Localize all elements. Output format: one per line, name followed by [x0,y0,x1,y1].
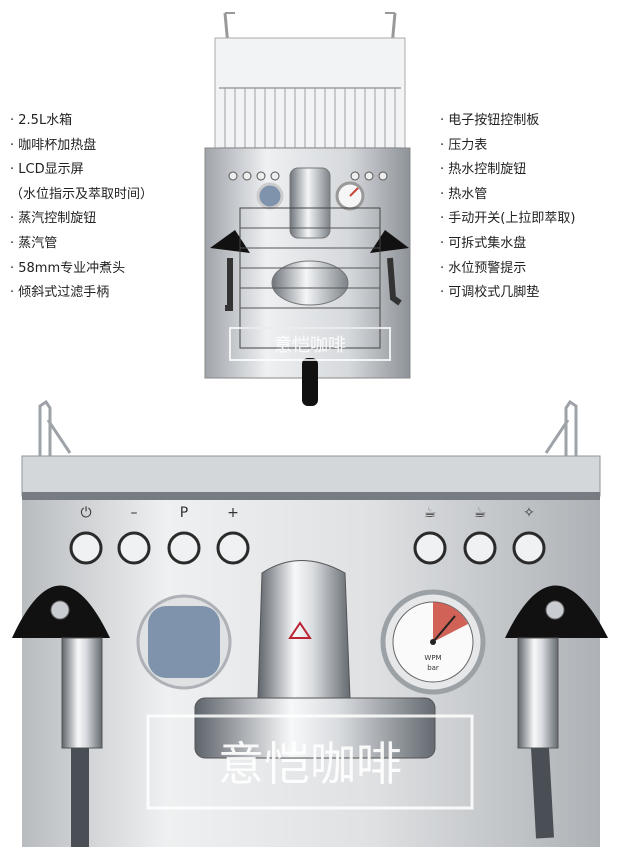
features-right-list: · 电子按钮控制板 · 压力表 · 热水控制旋钮 · 热水管 · 手动开关(上拉… [440,109,575,306]
feature-item: · LCD显示屏 [10,162,84,178]
control-panel-closeup-image: WPM bar 意恺咖啡 [12,399,608,847]
single-cup-icon: ☕ [423,505,437,521]
plus-icon: + [227,505,239,521]
feature-item: · 蒸汽控制旋钮 [10,211,97,227]
svg-text:意恺咖啡: 意恺咖啡 [218,737,402,791]
espresso-machine-front-image: 意恺咖啡 [204,12,411,406]
feature-item: （水位指示及萃取时间） [10,186,154,202]
feature-item: · 热水控制旋钮 [440,162,527,178]
feature-item: · 咖啡杯加热盘 [10,137,97,153]
feature-item: · 压力表 [440,137,488,153]
clean-sparkle-icon: ✧ [523,505,535,521]
feature-item: · 倾斜式过滤手柄 [10,285,110,301]
svg-text:WPM: WPM [424,654,441,662]
feature-item: · 58mm专业冲煮头 [10,260,126,276]
feature-item: · 水位预警提示 [440,260,527,276]
feature-item: · 可调校式几脚垫 [440,285,540,301]
feature-item: · 热水管 [440,186,488,202]
features-left-list: · 2.5L水箱 · 咖啡杯加热盘 · LCD显示屏 （水位指示及萃取时间） ·… [10,109,153,306]
feature-item: · 2.5L水箱 [10,113,73,128]
svg-text:bar: bar [427,664,439,672]
feature-item: · 可拆式集水盘 [440,235,527,251]
minus-icon: – [130,505,138,521]
svg-text:意恺咖啡: 意恺咖啡 [274,335,346,356]
p-icon: P [179,505,189,521]
feature-item: · 手动开关(上拉即萃取) [440,211,576,227]
double-cup-icon: ☕ [473,505,487,521]
power-icon: ⏻ [80,505,92,521]
feature-item: · 电子按钮控制板 [440,113,540,128]
feature-item: · 蒸汽管 [10,235,58,251]
